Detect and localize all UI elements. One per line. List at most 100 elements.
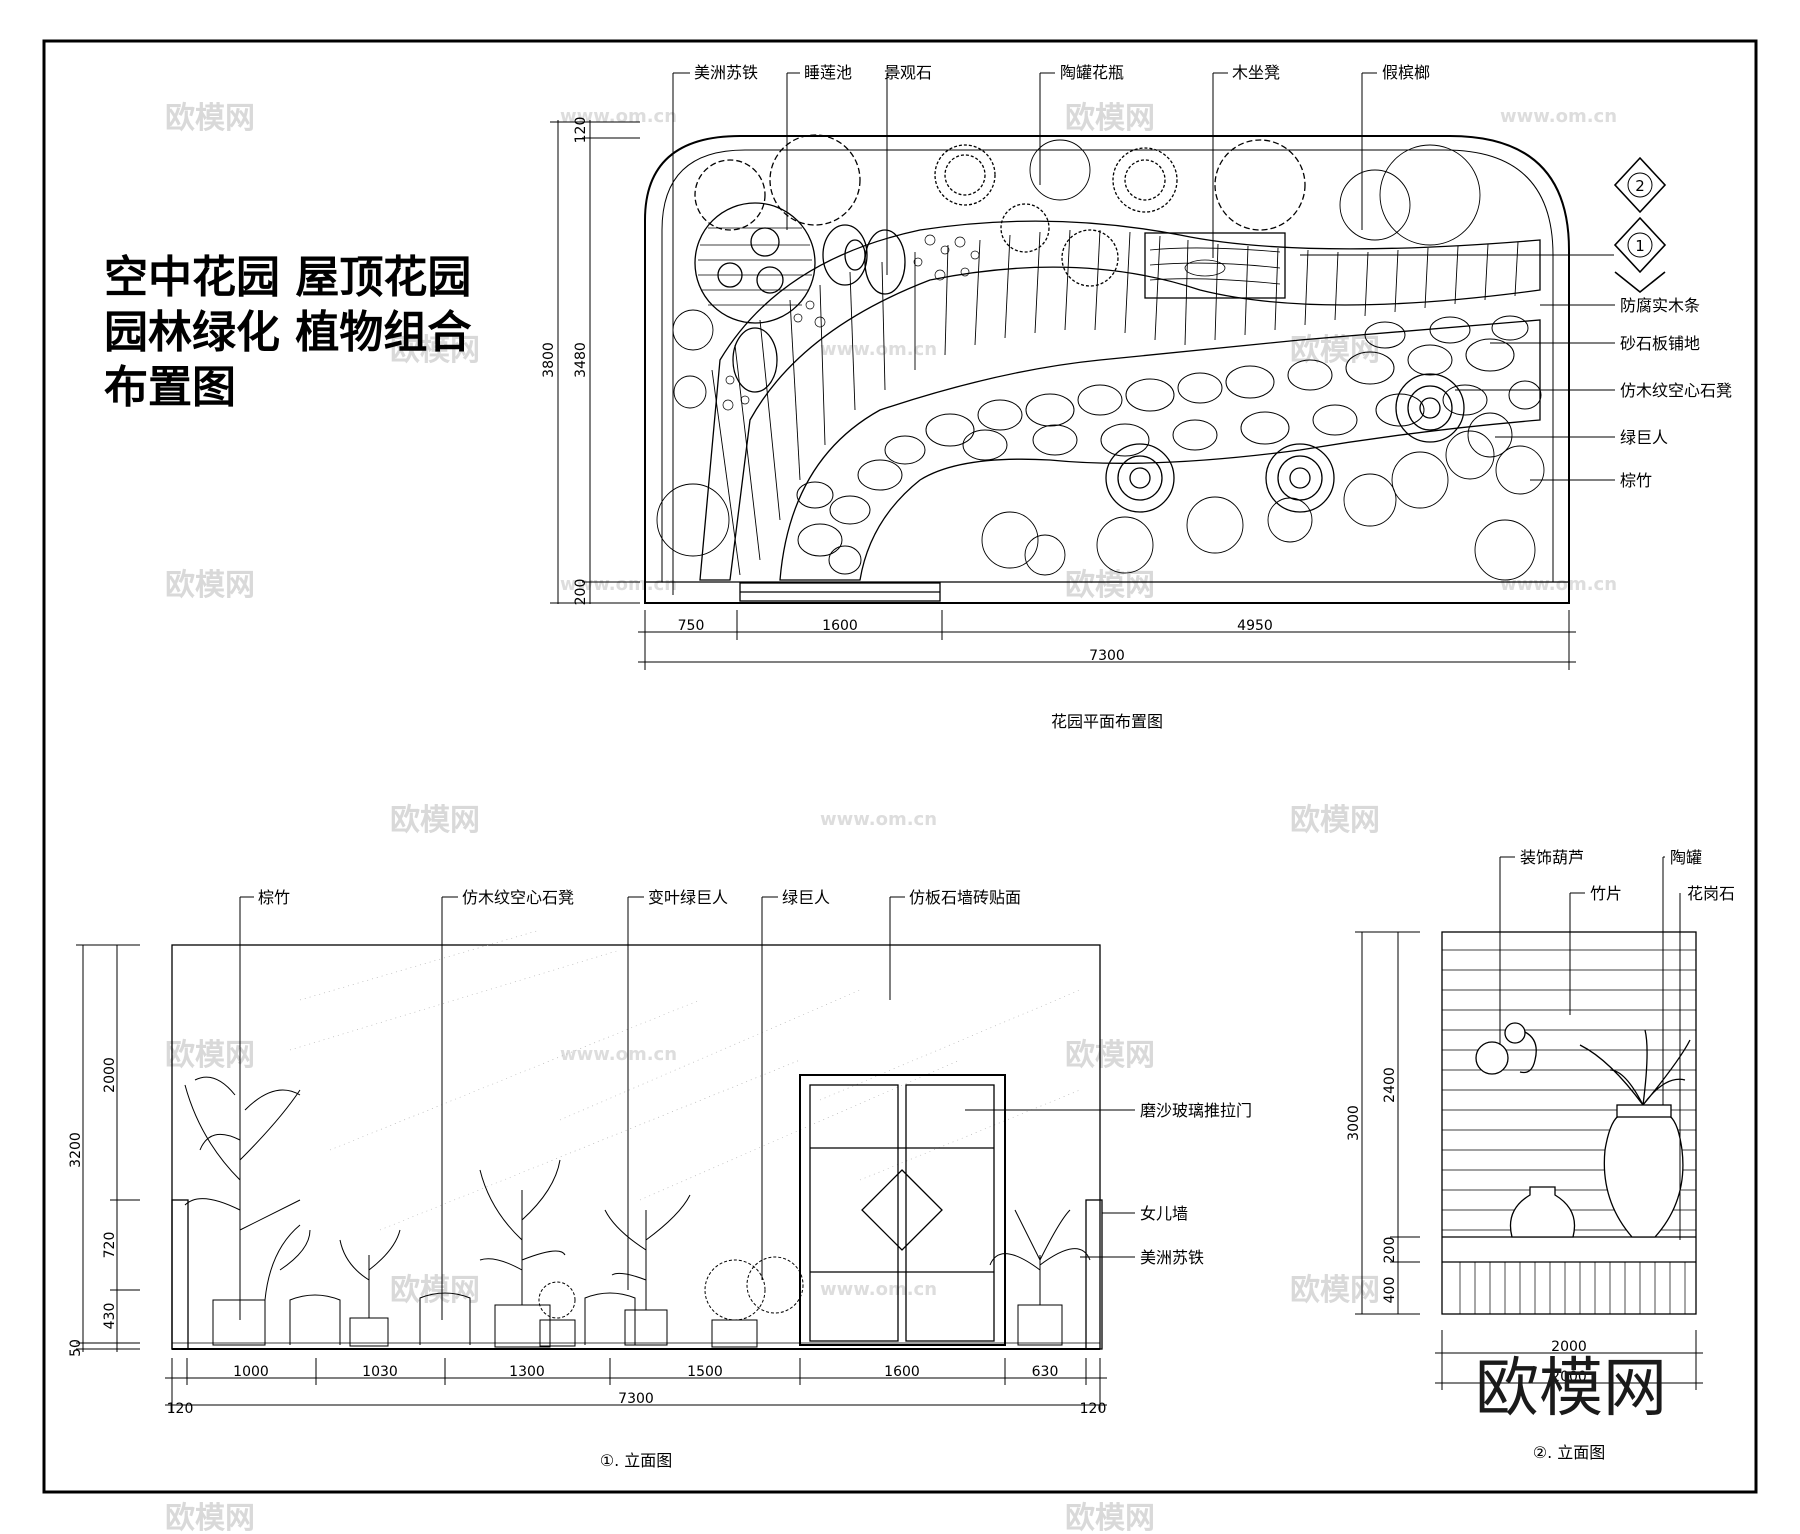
elevation1-pot [1017, 1304, 1063, 1346]
elev2-label-jar: 陶罐 [1670, 848, 1702, 867]
elevation1-pot [624, 1309, 668, 1346]
plan-outline [644, 135, 1570, 604]
elevation1-leaders [239, 896, 1135, 1320]
elev2-dim-v: 400 [1382, 1277, 1398, 1304]
elev1-dim-v: 2000 [102, 1057, 118, 1093]
plan-dim-h: 1600 [822, 618, 858, 634]
elevation2-gourd-top [1504, 1022, 1526, 1044]
section-marker-1-label: 1 [1635, 237, 1645, 255]
elevation1-door-diamond [861, 1169, 943, 1251]
elev1-label-philodendron: 绿巨人 [782, 888, 830, 907]
plan-wood-slats [711, 229, 1519, 576]
elevation1-wall-texture [289, 929, 1081, 1231]
watermark-logo: 欧模网 [165, 101, 255, 136]
plan-label-landscape-stone: 景观石 [884, 63, 932, 82]
plan-landscape-stone [822, 224, 868, 286]
plan-lotus-leaf [756, 266, 784, 294]
watermark-logo: 欧模网 [165, 1501, 255, 1534]
section-marker-1 [1613, 216, 1667, 274]
plan-caption: 花园平面布置图 [1051, 712, 1163, 731]
watermark-logo: 欧模网 [1290, 333, 1380, 368]
watermark-logo: 欧模网 [1290, 1273, 1380, 1308]
plan-label-bamboo-palm: 棕竹 [1620, 471, 1652, 490]
watermark-logo: 欧模网 [390, 803, 480, 838]
plan-label-wood-stool: 木坐凳 [1232, 63, 1280, 82]
elevation1-right-labels: 磨沙玻璃推拉门 女儿墙 美洲苏铁 [1140, 1101, 1252, 1267]
garden-plan [644, 134, 1667, 604]
elev2-dim-total: 2000 [1551, 1369, 1587, 1385]
plan-label-cycad: 美洲苏铁 [694, 63, 758, 82]
plan-wood-bench-grain [1149, 247, 1281, 285]
plan-pebbles [722, 234, 980, 411]
elev1-dim-end-right: 120 [1080, 1401, 1107, 1417]
plan-lotus-leaf [750, 227, 780, 257]
main-title-line-2: 园林绿化 植物组合 [104, 307, 471, 358]
watermark-url: www.om.cn [560, 1044, 677, 1065]
elev1-dim-total: 7300 [618, 1391, 654, 1407]
plan-stones [796, 315, 1542, 575]
plan-lotus-pool-lines [698, 227, 812, 306]
elev1-dim-v: 430 [102, 1303, 118, 1330]
watermark-url: www.om.cn [820, 339, 937, 360]
plan-top-leaders [672, 72, 1377, 595]
plan-dimensions [550, 120, 1576, 670]
elev1-dim-end-left: 120 [167, 1401, 194, 1417]
elevation1-parapet-left [171, 1199, 189, 1350]
elevation1-caption: ①. 立面图 [600, 1451, 673, 1470]
section-marker-2-label: 2 [1635, 177, 1645, 195]
elev2-dim-v: 2400 [1382, 1067, 1398, 1103]
plan-section-markers [1300, 156, 1667, 294]
elev1-label-sliding-door: 磨沙玻璃推拉门 [1140, 1101, 1252, 1120]
elevation1-pot [494, 1304, 551, 1348]
elevation1-plants [184, 1076, 1091, 1348]
watermark-url: www.om.cn [560, 574, 677, 595]
elevation1-top-labels: 棕竹 仿木纹空心石凳 变叶绿巨人 绿巨人 仿板石墙砖贴面 [258, 888, 1021, 907]
plan-dim-v: 3480 [573, 342, 589, 378]
plan-landscape-stone [732, 327, 778, 393]
elev1-dim-v-small: 50 [68, 1339, 84, 1357]
plan-stone-stools [1105, 373, 1465, 513]
plan-dim-total: 7300 [1089, 648, 1125, 664]
plan-palms [656, 139, 1545, 581]
elev1-label-variegated: 变叶绿巨人 [648, 888, 728, 907]
elevation1-wall [171, 944, 1101, 1350]
watermark-logo: 欧模网 [1065, 101, 1155, 136]
plan-label-sandstone: 砂石板铺地 [1620, 334, 1700, 353]
drawing-frame [42, 39, 1758, 1494]
elevation2-labels: 装饰葫芦 陶罐 竹片 花岗石 [1520, 848, 1735, 903]
elevation1-door-panel-left [809, 1084, 899, 1342]
elev1-dim-h: 1600 [884, 1364, 920, 1380]
elev1-dim-v: 720 [102, 1232, 118, 1259]
plan-landscape-stone-inner [844, 239, 866, 271]
plan-landscape-stone [864, 229, 906, 295]
plan-tree-canopies [694, 134, 1306, 231]
elevation1-door-panel-right [905, 1084, 995, 1342]
watermark-logo: 欧模网 [390, 1273, 480, 1308]
main-title: 空中花园 屋顶花园 园林绿化 植物组合 布置图 [104, 252, 471, 413]
elev2-label-granite: 花岗石 [1687, 884, 1735, 903]
plan-top-labels: 美洲苏铁 睡莲池 景观石 陶罐花瓶 木坐凳 假槟榔 [694, 63, 1430, 82]
plan-label-palm: 假槟榔 [1382, 63, 1430, 82]
plan-wood-deck [699, 220, 1541, 581]
elev1-dim-height-outer: 3200 [68, 1132, 84, 1168]
watermark-logo: 欧模网 [390, 333, 480, 368]
elev1-dim-h: 1030 [362, 1364, 398, 1380]
elev2-dim-height-outer: 3000 [1346, 1105, 1362, 1141]
elev1-dim-h: 1300 [509, 1364, 545, 1380]
plan-label-vase: 陶罐花瓶 [1060, 63, 1124, 82]
watermark-logo: 欧模网 [165, 1038, 255, 1073]
section-marker-2 [1613, 156, 1667, 214]
plan-dim-v: 200 [573, 579, 589, 606]
elev2-dim-v: 200 [1382, 1237, 1398, 1264]
watermark-logo: 欧模网 [1065, 1038, 1155, 1073]
watermark-logo: 欧模网 [1065, 1501, 1155, 1534]
elevation1-sliding-door [799, 1074, 1006, 1346]
elevation2-granite-base [1459, 1262, 1686, 1314]
plan-dim-v: 120 [573, 117, 589, 144]
plan-label-stone-stool: 仿木纹空心石凳 [1620, 381, 1732, 400]
plan-inner-outline [661, 149, 1554, 582]
elevation1-parapet-right [1085, 1199, 1103, 1350]
plan-wood-bench-knot [1184, 259, 1226, 277]
elevation1-pot [539, 1319, 576, 1347]
watermark-big-logo: 欧模网 [1475, 1352, 1667, 1426]
